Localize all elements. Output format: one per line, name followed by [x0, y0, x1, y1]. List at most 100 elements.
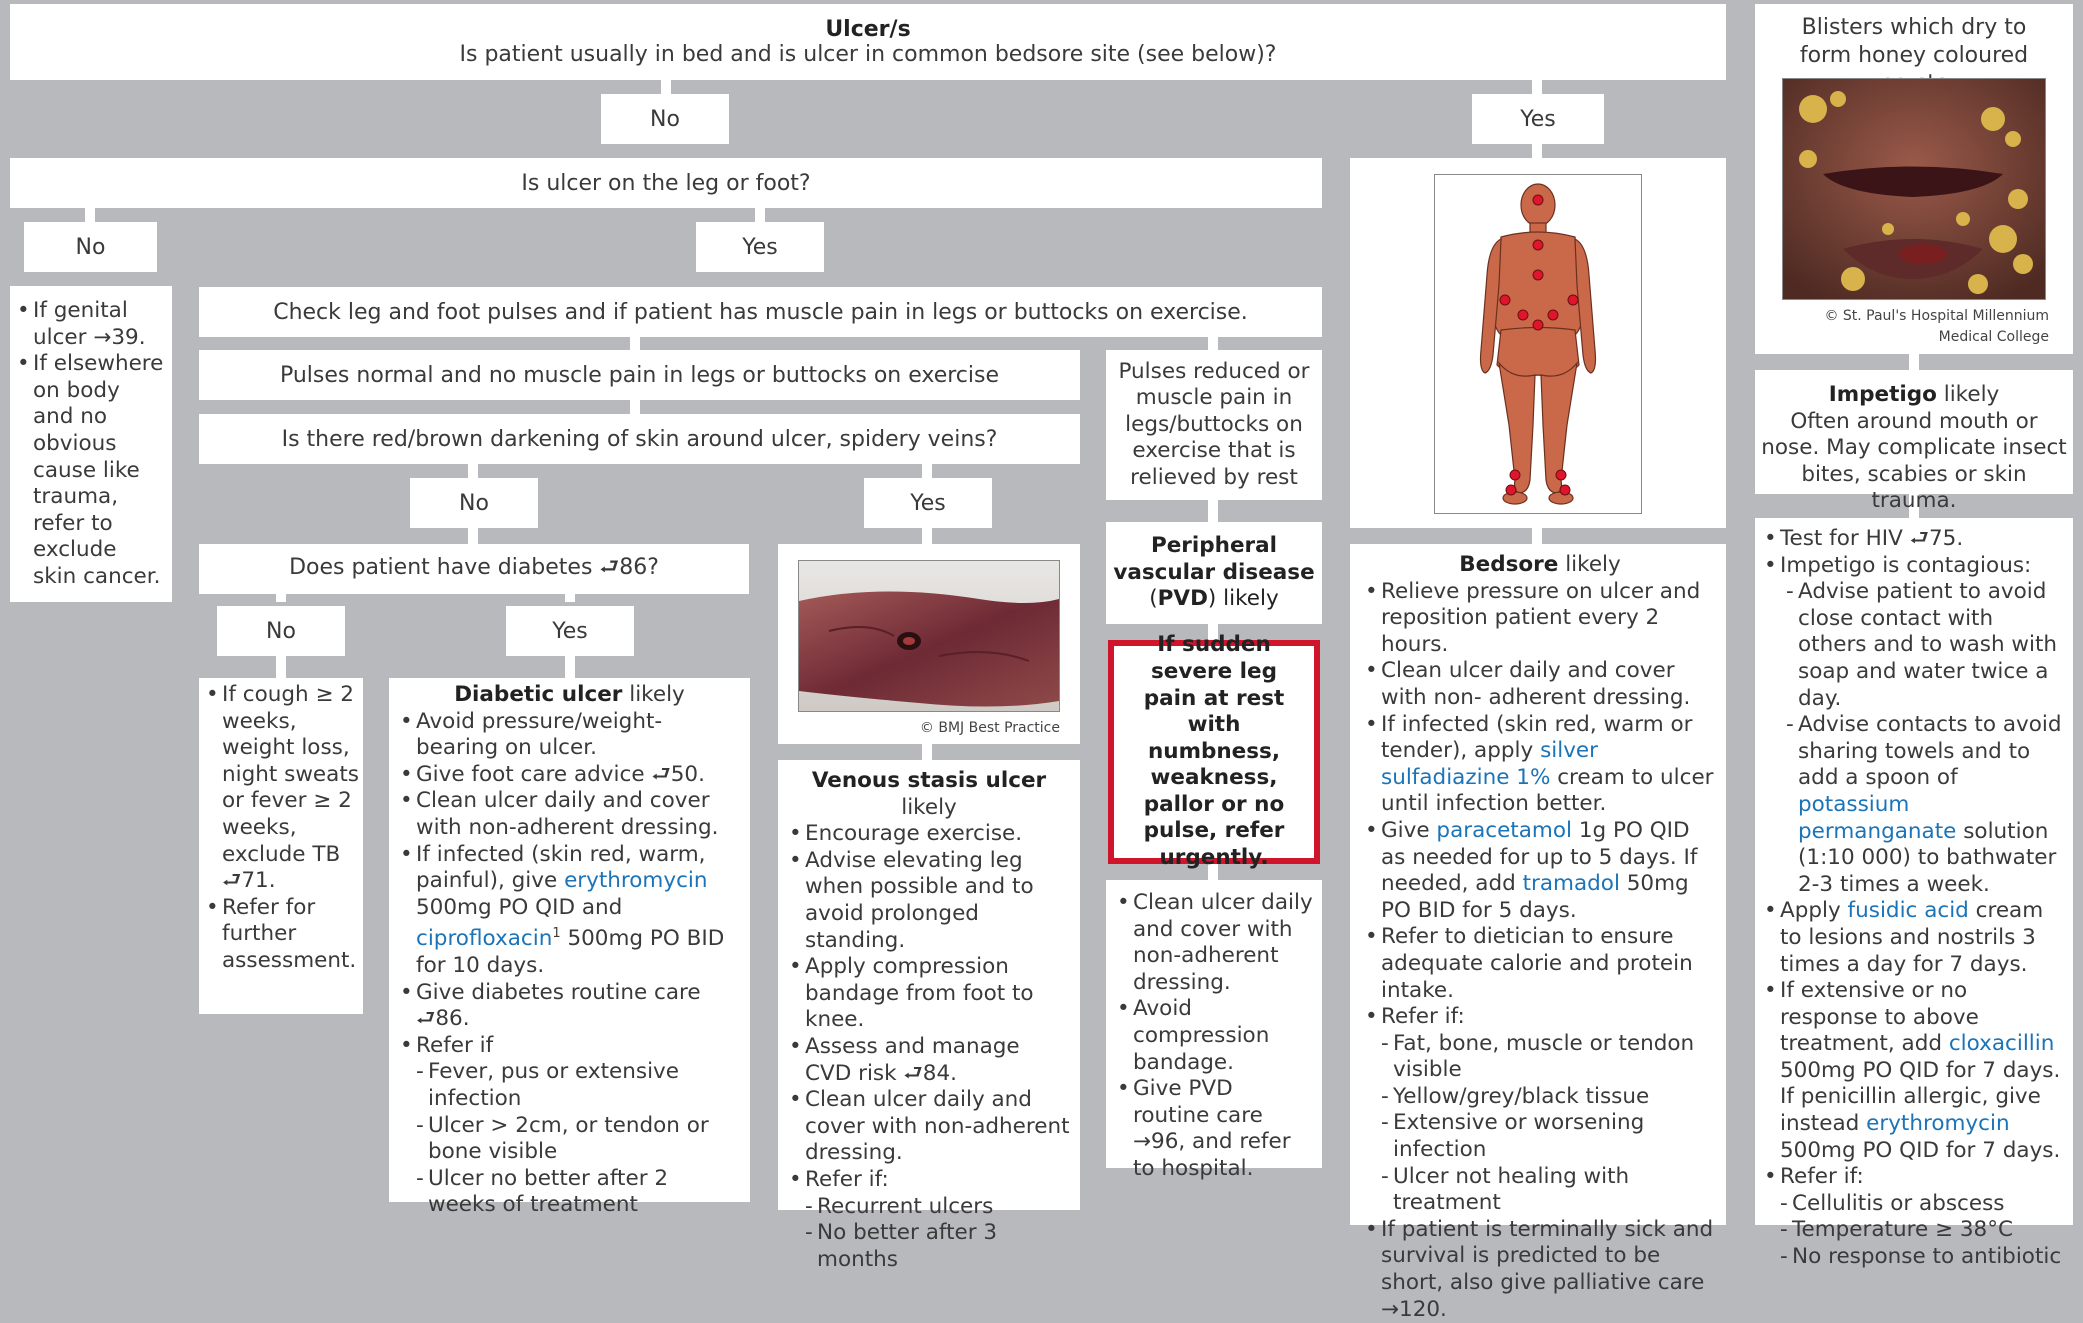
answer-yes: Yes — [1472, 94, 1604, 144]
body-outline-icon — [1479, 183, 1597, 505]
refer-criterion: No response to antibiotic — [1780, 1244, 2067, 1271]
list-item: If genital ulcer →39. — [14, 298, 166, 351]
answer-no: No — [24, 222, 157, 272]
list-item: Give foot care advice ⮐50. — [397, 762, 742, 789]
connector — [630, 384, 640, 416]
pvd-title: Peripheral vascular disease — [1113, 533, 1315, 585]
list-item: Clean ulcer daily and cover with non-adh… — [1114, 890, 1314, 996]
list-item: Give PVD routine care →96, and refer to … — [1114, 1076, 1314, 1182]
pvd-care-box: Clean ulcer daily and cover with non-adh… — [1106, 880, 1322, 1181]
list-item: If infected (skin red, warm, painful), g… — [397, 842, 742, 980]
refer-criterion: Ulcer not healing with treatment — [1381, 1164, 1718, 1217]
list-item: Advise contacts to avoid sharing towels … — [1786, 712, 2067, 898]
diabetic-ulcer-title: Diabetic ulcer likely — [454, 682, 685, 707]
list-item: Refer if: Fat, bone, muscle or tendon vi… — [1362, 1004, 1718, 1217]
refer-criterion: Fat, bone, muscle or tendon visible — [1381, 1031, 1718, 1084]
bedsore-title: Bedsore likely — [1459, 552, 1621, 577]
urgent-referral-box: If sudden severe leg pain at rest with n… — [1108, 632, 1320, 870]
list-item: Apply fusidic acid cream to lesions and … — [1761, 898, 2067, 978]
list-item: Refer if: Cellulitis or abscess Temperat… — [1761, 1164, 2067, 1270]
photo-credit: © BMJ Best Practice — [919, 720, 1060, 736]
impetigo-box: Impetigo likely Often around mouth or no… — [1755, 370, 2073, 513]
drug-name: cloxacillin — [1948, 1031, 2055, 1057]
list-item: Clean ulcer daily and cover with non-adh… — [786, 1087, 1072, 1167]
list-item: Encourage exercise. — [786, 821, 1072, 848]
list-item: Avoid compression bandage. — [1114, 996, 1314, 1076]
impetigo-photo — [1782, 78, 2046, 300]
bedsore-question: Is patient usually in bed and is ulcer i… — [459, 42, 1277, 67]
list-item: Impetigo is contagious: Advise patient t… — [1761, 553, 2067, 899]
list-item: Give diabetes routine care ⮐86. — [397, 980, 742, 1033]
connector — [85, 206, 95, 234]
list-item: Refer if Fever, pus or extensive infecti… — [397, 1033, 742, 1219]
refer-criterion: Yellow/grey/black tissue — [1381, 1084, 1718, 1111]
answer-yes: Yes — [506, 606, 634, 656]
connector — [922, 524, 932, 562]
list-item: If cough ≥ 2 weeks, weight loss, night s… — [203, 682, 359, 895]
refer-criterion: Extensive or worsening infection — [1381, 1110, 1718, 1163]
connector — [1208, 860, 1218, 884]
refer-criterion: Ulcer no better after 2 weeks of treatme… — [416, 1166, 742, 1219]
refer-criterion: Fever, pus or extensive infection — [416, 1059, 742, 1112]
connector — [468, 524, 478, 544]
connector — [1909, 350, 1919, 380]
not-leg-advice: If genital ulcer →39. If elsewhere on bo… — [10, 286, 172, 602]
impetigo-photo-box: Blisters which dry to form honey coloure… — [1755, 4, 2073, 354]
list-item: Advise elevating leg when possible and t… — [786, 848, 1072, 954]
list-item: Relieve pressure on ulcer and reposition… — [1362, 579, 1718, 659]
ulcer-header: Ulcer/s Is patient usually in bed and is… — [10, 4, 1726, 80]
list-item: Advise patient to avoid close contact wi… — [1786, 579, 2067, 712]
bedsore-box: Bedsore likely Relieve pressure on ulcer… — [1350, 544, 1726, 1322]
answer-yes: Yes — [864, 478, 992, 528]
drug-name: erythromycin — [564, 868, 708, 894]
impetigo-description: Often around mouth or nose. May complica… — [1761, 408, 2067, 514]
answer-no: No — [410, 478, 538, 528]
list-item: Test for HIV ⮐75. — [1761, 526, 2067, 553]
connector — [276, 656, 286, 678]
list-item: If elsewhere on body and no obvious caus… — [14, 351, 166, 590]
list-item: Clean ulcer daily and cover with non-adh… — [397, 788, 742, 841]
list-item: Clean ulcer daily and cover with non- ad… — [1362, 658, 1718, 711]
list-item: Refer for further assessment. — [203, 895, 359, 975]
diabetes-question: Does patient have diabetes ⮐86? — [199, 544, 749, 594]
answer-no: No — [217, 606, 345, 656]
diabetic-ulcer-box: Diabetic ulcer likely Avoid pressure/wei… — [389, 678, 750, 1217]
leg-question: Is ulcer on the leg or foot? — [10, 158, 1322, 208]
page-title: Ulcer/s — [825, 17, 911, 42]
drug-name: fusidic acid — [1847, 898, 1969, 924]
pvd-likely: (PVD) likely — [1149, 586, 1279, 612]
pulses-question: Check leg and foot pulses and if patient… — [199, 287, 1322, 337]
drug-name: paracetamol — [1436, 817, 1572, 843]
list-item: Avoid pressure/weight-bearing on ulcer. — [397, 709, 742, 762]
refer-criterion: Cellulitis or abscess — [1780, 1191, 2067, 1218]
pvd-box: Peripheral vascular disease (PVD) likely — [1106, 522, 1322, 624]
photo-credit: © St. Paul's Hospital Millennium Medical… — [1824, 308, 2049, 345]
drug-name: ciprofloxacin — [416, 926, 553, 952]
connector — [1208, 500, 1218, 530]
refer-criterion: No better after 3 months — [805, 1220, 1072, 1273]
impetigo-treatment-box: Test for HIV ⮐75. Impetigo is contagious… — [1755, 518, 2073, 1270]
connector — [565, 656, 575, 678]
list-item: If infected (skin red, warm or tender), … — [1362, 712, 1718, 818]
connector — [1909, 488, 1919, 518]
no-diabetes-advice: If cough ≥ 2 weeks, weight loss, night s… — [199, 678, 363, 1014]
list-item: If patient is terminally sick and surviv… — [1362, 1217, 1718, 1323]
refer-criterion: Temperature ≥ 38°C — [1780, 1217, 2067, 1244]
list-item: Apply compression bandage from foot to k… — [786, 954, 1072, 1034]
connector — [1532, 522, 1542, 548]
list-item: If extensive or no response to above tre… — [1761, 978, 2067, 1164]
pulses-reduced: Pulses reduced or muscle pain in legs/bu… — [1106, 350, 1322, 500]
list-item: Give paracetamol 1g PO QID as needed for… — [1362, 818, 1718, 924]
list-item: Refer if: Recurrent ulcers No better aft… — [786, 1167, 1072, 1273]
urgent-referral-text: If sudden severe leg pain at rest with n… — [1143, 632, 1285, 871]
refer-criterion: Recurrent ulcers — [805, 1194, 1072, 1221]
connector — [755, 206, 765, 234]
refer-criterion: Ulcer > 2cm, or tendon or bone visible — [416, 1113, 742, 1166]
list-item: Assess and manage CVD risk ⮐84. — [786, 1034, 1072, 1087]
answer-yes: Yes — [696, 222, 824, 272]
drug-name: potassium permanganate — [1798, 791, 1957, 844]
drug-name: tramadol — [1522, 871, 1620, 897]
venous-ulcer-title: Venous stasis ulcer likely — [811, 768, 1047, 820]
venous-ulcer-box: Venous stasis ulcer likely Encourage exe… — [778, 760, 1080, 1272]
list-item: Refer to dietician to ensure adequate ca… — [1362, 924, 1718, 1004]
